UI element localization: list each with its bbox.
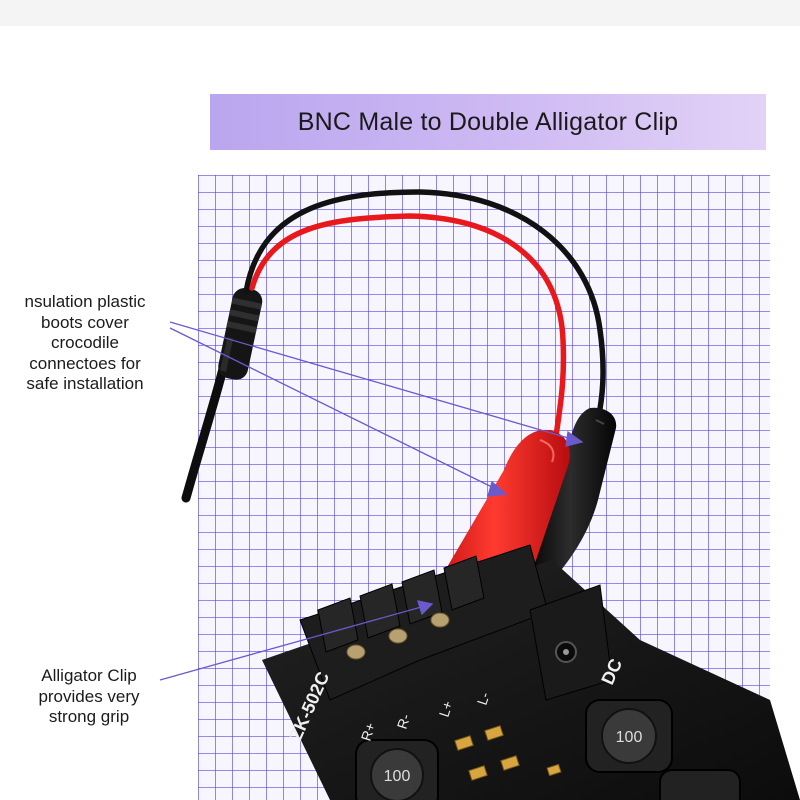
title-banner: BNC Male to Double Alligator Clip: [210, 94, 766, 150]
page-title: BNC Male to Double Alligator Clip: [297, 107, 679, 136]
inductor-label-right: 100: [616, 729, 643, 746]
board-pin-label-r-plus: R+: [358, 721, 379, 743]
callout-line: nsulation plastic: [24, 292, 146, 311]
amplifier-board: [262, 544, 800, 800]
black-wire: [243, 189, 606, 423]
black-alligator-clip: [523, 407, 617, 600]
callout-pointers: [159, 321, 584, 681]
alligator-callout: Alligator Clip provides very strong grip: [14, 666, 164, 728]
callout-line: crocodile: [50, 333, 120, 352]
inductor-right: [585, 699, 673, 773]
board-pin-label-r-minus: R-: [394, 712, 414, 731]
top-band: [0, 0, 800, 26]
inductor-far-right: [659, 769, 741, 800]
callout-line: strong grip: [48, 707, 130, 726]
inductor-label-left: 100: [384, 768, 411, 785]
callout-line: Alligator Clip: [41, 666, 137, 685]
insulation-callout: nsulation plastic boots cover crocodile …: [0, 292, 170, 395]
callout-line: provides very: [38, 686, 140, 706]
callout-line: safe installation: [26, 374, 144, 393]
callout-line: boots cover: [41, 312, 129, 332]
callout-line: connectoes for: [29, 353, 141, 373]
board-pin-label-l-plus: L+: [436, 699, 456, 719]
red-wire: [249, 213, 567, 439]
inductor-left: [355, 739, 439, 800]
board-pin-label-l-minus: L-: [474, 690, 493, 707]
